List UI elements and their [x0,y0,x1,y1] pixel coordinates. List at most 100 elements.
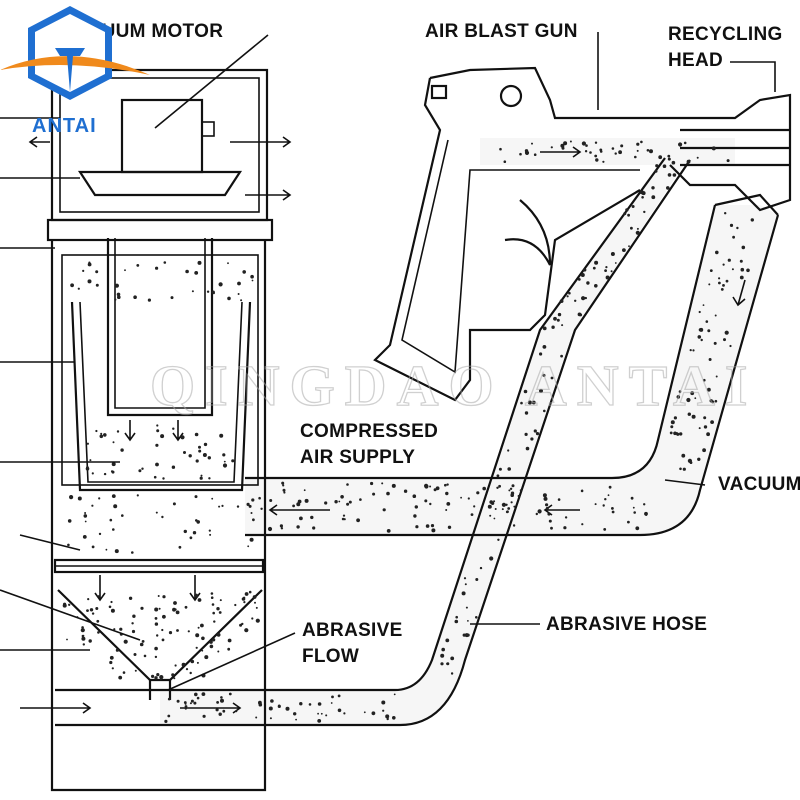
abrasive-particle [208,477,210,479]
abrasive-particle [727,159,730,162]
abrasive-particle [451,672,453,674]
abrasive-particle [282,484,284,486]
abrasive-particle [545,503,548,506]
abrasive-particle [543,327,547,331]
abrasive-particle [292,505,295,508]
abrasive-particle [154,676,157,679]
abrasive-particle [247,545,249,547]
hose-fill [160,138,778,725]
abrasive-particle [615,152,617,154]
abrasive-particle [392,484,396,488]
abrasive-particle [714,342,717,345]
abrasive-particle [87,443,89,445]
abrasive-particle [156,634,158,636]
abrasive-particle [386,492,390,496]
abrasive-particle [668,158,671,161]
abrasive-particle [160,434,164,438]
abrasive-particle [723,264,725,266]
abrasive-particle [270,717,272,719]
abrasive-particle [372,493,375,496]
abrasive-particle [168,698,171,701]
abrasive-particle [340,495,344,499]
abrasive-particle [256,619,260,623]
abrasive-particle [239,624,242,627]
abrasive-particle [670,425,673,428]
abrasive-particle [269,499,272,502]
abrasive-particle [698,335,702,339]
abrasive-particle [383,508,386,511]
abrasive-particle [346,503,349,506]
abrasive-particle [426,524,430,528]
abrasive-particle [243,601,245,603]
abrasive-particle [525,433,528,436]
abrasive-particle [92,472,94,474]
abrasive-particle [593,267,596,270]
abrasive-particle [507,507,510,510]
abrasive-particle [715,315,717,317]
abrasive-particle [570,141,572,143]
abrasive-particle [710,269,713,272]
abrasive-particle [251,498,254,501]
abrasive-particle [604,269,607,272]
abrasive-particle [186,668,188,670]
abrasive-particle [581,490,584,493]
abrasive-particle [68,519,72,523]
abrasive-particle [464,577,466,579]
abrasive-particle [574,300,576,302]
abrasive-particle [113,441,115,443]
abrasive-particle [121,514,124,517]
abrasive-particle [63,604,67,608]
abrasive-particle [131,551,134,554]
abrasive-particle [622,248,626,252]
abrasive-particle [190,672,192,674]
abrasive-particle [704,425,707,428]
abrasive-particle [647,149,650,152]
abrasive-particle [84,514,88,518]
abrasive-particle [95,607,98,610]
abrasive-particle [278,705,281,708]
abrasive-particle [249,591,252,594]
abrasive-particle [113,504,117,508]
abrasive-particle [112,528,115,531]
abrasive-particle [595,158,598,161]
abrasive-particle [92,612,94,614]
abrasive-particle [185,703,187,705]
abrasive-particle [565,516,567,518]
logo-text: ANTAI [32,115,97,137]
abrasive-particle [446,662,449,665]
abrasive-particle [317,713,319,715]
abrasive-particle [95,270,98,273]
abrasive-particle [161,629,163,631]
abrasive-particle [253,595,257,599]
abrasive-particle [158,595,160,597]
abrasive-particle [175,608,177,610]
abrasive-particle [154,476,157,479]
abrasive-particle [124,269,126,271]
abrasive-particle [190,536,193,539]
abrasive-particle [217,651,219,653]
abrasive-particle [728,259,731,262]
abrasive-particle [222,453,225,456]
abrasive-particle [240,299,242,301]
abrasive-particle [325,714,327,716]
abrasive-particle [589,151,592,154]
abrasive-particle [175,664,177,666]
abrasive-particle [148,299,151,302]
abrasive-particle [66,639,68,641]
abrasive-particle [531,143,533,145]
abrasive-particle [244,628,248,632]
abrasive-particle [142,640,145,643]
abrasive-particle [579,313,582,316]
abrasive-particle [543,345,547,349]
abrasive-particle [671,420,675,424]
abrasive-particle [543,493,547,497]
abrasive-particle [211,592,214,595]
abrasive-particle [633,511,636,514]
abrasive-particle [218,506,220,508]
abrasive-particle [161,516,163,518]
abrasive-particle [251,617,253,619]
abrasive-particle [338,501,340,503]
abrasive-particle [726,280,729,283]
abrasive-particle [83,643,85,645]
abrasive-particle [81,628,85,632]
